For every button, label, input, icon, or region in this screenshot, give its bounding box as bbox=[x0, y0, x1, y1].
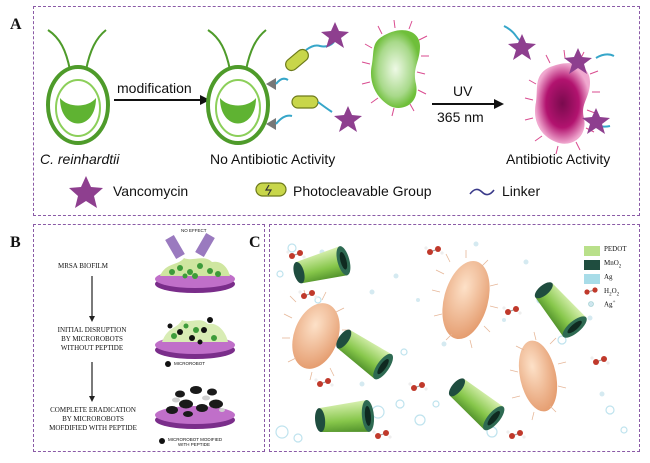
panel-c bbox=[269, 224, 640, 452]
uv-label: UV bbox=[453, 83, 473, 99]
modified-cell bbox=[206, 29, 276, 145]
panel-a-label: A bbox=[10, 16, 22, 33]
legend-ag-ion: Ag+ bbox=[604, 300, 615, 308]
step-mrsa-biofilm: MRSA BIOFILM bbox=[58, 262, 108, 270]
modified-microrobot-legend-icon bbox=[159, 438, 165, 444]
microrobot-label: MICROROBOT bbox=[174, 361, 205, 366]
step2-line1: INITIAL DISRUPTION bbox=[57, 326, 127, 334]
mod-line1: MICROROBOT MODIFIED bbox=[168, 437, 223, 442]
microrobot-tube-3 bbox=[315, 399, 375, 433]
microrobot-tube-4 bbox=[448, 378, 505, 431]
no-effect-label: NO EFFECT bbox=[181, 228, 207, 233]
biofilm-disc-1 bbox=[155, 232, 235, 293]
h2o2-legend-icon bbox=[584, 287, 598, 295]
microrobot-legend-icon bbox=[165, 361, 171, 367]
microrobot-tube-2 bbox=[336, 329, 393, 380]
panel-b-label: B bbox=[10, 234, 21, 251]
panel-a bbox=[33, 6, 640, 216]
h2o2-sub2: 2 bbox=[616, 292, 620, 298]
step3-line3: MOFDIFIED WITH PEPTIDE bbox=[49, 424, 137, 432]
step-complete-eradication: COMPLETE ERADICATION BY MICROROBOTS MOFD… bbox=[38, 406, 148, 433]
modification-arrow bbox=[114, 95, 210, 105]
ag-ion-legend-icon bbox=[588, 301, 594, 307]
bacterium-rod-3 bbox=[518, 340, 558, 412]
h2o2-sub1: 2 bbox=[609, 292, 612, 298]
wavelength-label: 365 nm bbox=[437, 109, 484, 125]
panel-c-label: C bbox=[249, 234, 261, 251]
legend-vancomycin: Vancomycin bbox=[113, 183, 189, 199]
mno2-sub: 2 bbox=[618, 264, 622, 270]
mod-line2: WITH PEPTIDE bbox=[178, 442, 211, 447]
legend-pedot: PEDOT bbox=[604, 245, 627, 253]
star-icon bbox=[564, 48, 592, 74]
legend-ag: Ag bbox=[604, 273, 613, 281]
uv-arrow bbox=[432, 99, 504, 109]
step-initial-disruption: INITIAL DISRUPTION BY MICROROBOTS WITHOU… bbox=[47, 326, 137, 353]
ag-ion-base: Ag bbox=[604, 300, 613, 309]
legend-photocleavable: Photocleavable Group bbox=[293, 183, 432, 199]
panel-b bbox=[33, 224, 265, 452]
step2-line3: WITHOUT PEPTIDE bbox=[60, 344, 124, 352]
mno2-base: MnO bbox=[604, 259, 619, 267]
step3-line2: BY MICROROBOTS bbox=[62, 415, 124, 423]
pedot-swatch bbox=[584, 246, 600, 256]
caption-c-reinhardtii: C. reinhardtii bbox=[40, 151, 120, 167]
microrobot-tube-1 bbox=[293, 246, 351, 284]
modified-microrobot-label: MICROROBOT MODIFIED WITH PEPTIDE bbox=[168, 437, 222, 447]
step2-line2: BY MICROROBOTS bbox=[61, 335, 123, 343]
star-icon bbox=[321, 22, 349, 48]
linker-lower bbox=[275, 95, 333, 125]
h2o2-h: H bbox=[604, 287, 610, 295]
caption-antibiotic: Antibiotic Activity bbox=[506, 151, 611, 167]
photocleavable-capsule-icon bbox=[255, 182, 287, 197]
step3-line1: COMPLETE ERADICATION bbox=[50, 406, 136, 414]
caption-no-antibiotic: No Antibiotic Activity bbox=[210, 151, 336, 167]
ag-swatch bbox=[584, 274, 600, 284]
mno2-swatch bbox=[584, 260, 600, 270]
bacterium-rod-2 bbox=[442, 260, 490, 340]
ag-ion-sup: + bbox=[612, 300, 616, 305]
h2o2-molecules bbox=[286, 246, 610, 439]
c-reinhardtii-cell bbox=[46, 29, 110, 145]
star-icon bbox=[508, 34, 536, 60]
modification-label: modification bbox=[117, 80, 192, 96]
bacterium-rod-1 bbox=[292, 303, 340, 369]
legend-linker: Linker bbox=[502, 183, 541, 199]
linker-wave-icon bbox=[469, 188, 495, 196]
microrobot-tube-5 bbox=[534, 282, 587, 338]
legend-mno2: MnO2 bbox=[604, 259, 621, 269]
rod-hairs bbox=[282, 250, 567, 421]
biofilm-disc-3 bbox=[155, 386, 235, 429]
star-icon bbox=[69, 176, 103, 208]
bacterium-inactive bbox=[361, 19, 429, 117]
star-icon bbox=[582, 108, 610, 134]
legend-h2o2: H2O2 bbox=[604, 287, 619, 297]
h2o2-o: O bbox=[611, 287, 617, 295]
star-icon bbox=[334, 106, 362, 132]
biofilm-disc-2 bbox=[155, 317, 235, 359]
